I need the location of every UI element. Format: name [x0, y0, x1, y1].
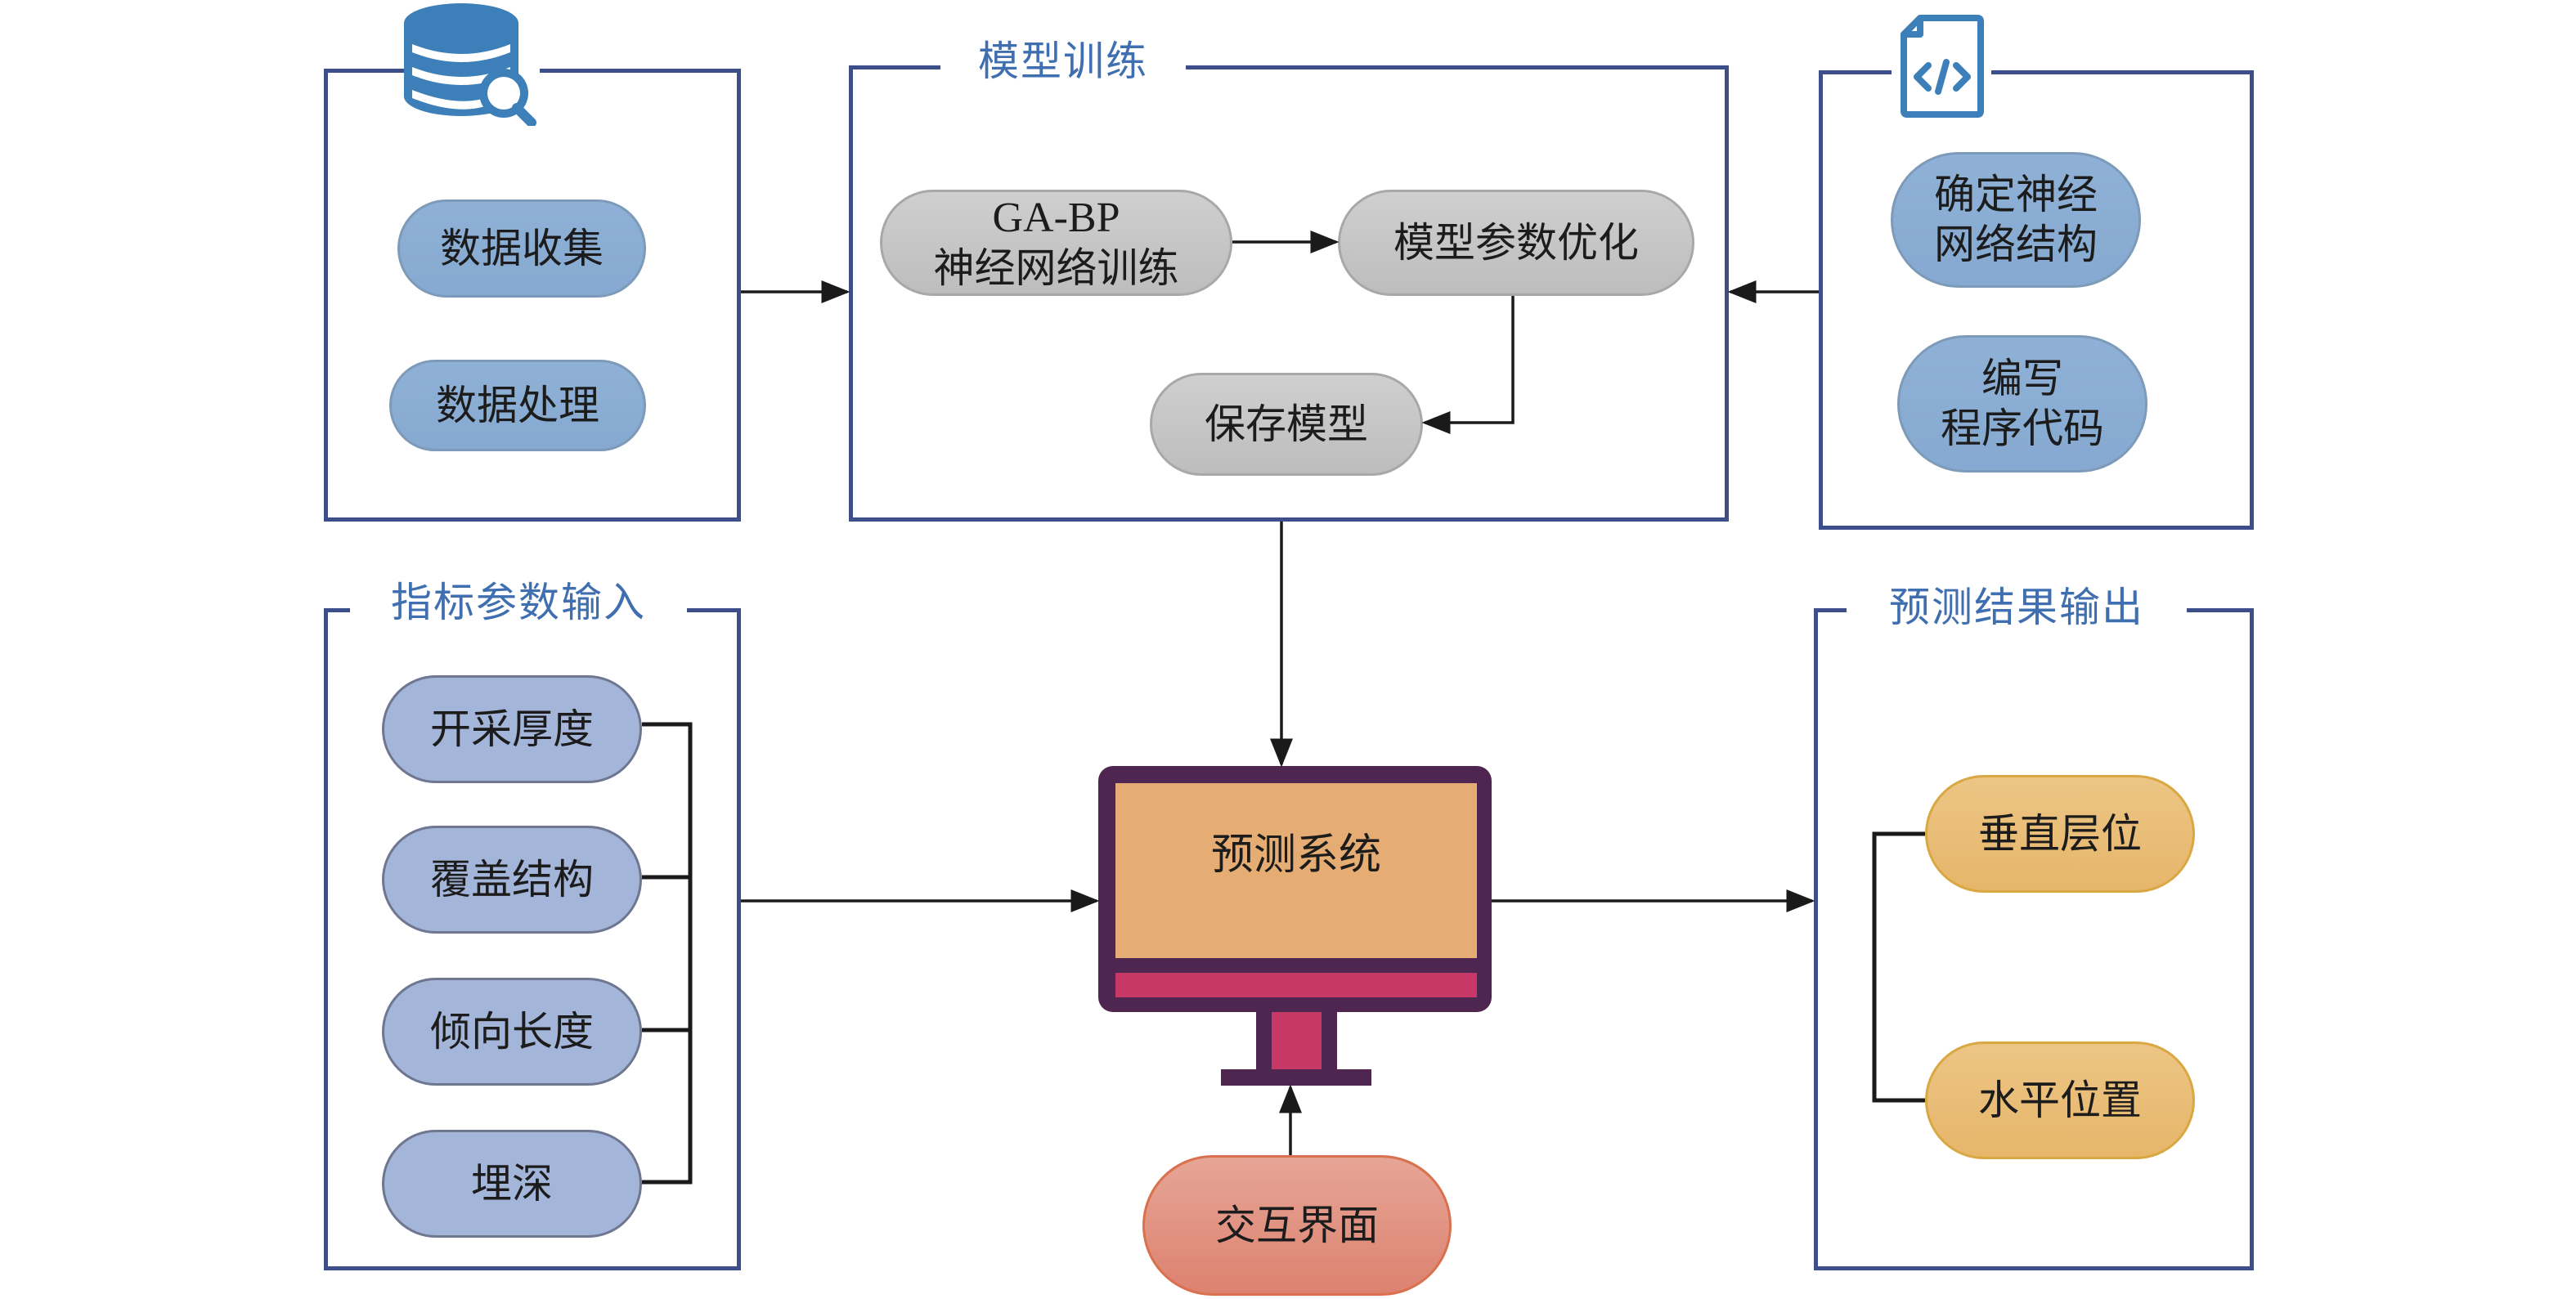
output-item-label: 水平位置 [1978, 1076, 2142, 1124]
database-search-icon [404, 3, 536, 126]
input-item-label: 倾向长度 [430, 1007, 594, 1055]
input-item-label: 开采厚度 [430, 705, 594, 753]
output-panel-title-gap [1847, 603, 2187, 615]
monitor-accent-bar [1115, 973, 1477, 997]
monitor-screen [1115, 783, 1477, 958]
input-item-dip-length: 倾向长度 [382, 978, 642, 1086]
write-code-line2: 程序代码 [1941, 405, 2104, 452]
write-code-line1: 编写 [1981, 355, 2063, 402]
prediction-system-label: 预测系统 [1210, 830, 1381, 880]
training-panel-title: 模型训练 [978, 38, 1148, 85]
interaction-interface-label: 交互界面 [1215, 1201, 1379, 1249]
training-panel-title-gap [940, 60, 1186, 72]
save-model-node: 保存模型 [1150, 373, 1423, 476]
data-collection-node: 数据收集 [397, 199, 646, 298]
input-panel-title: 指标参数输入 [391, 579, 646, 626]
network-structure-node: 确定神经 网络结构 [1891, 152, 2141, 288]
code-panel-frame [1819, 70, 2254, 530]
code-file-icon [1901, 15, 1984, 118]
parameter-optimization-label: 模型参数优化 [1393, 218, 1639, 267]
write-code-node: 编写 程序代码 [1897, 335, 2147, 473]
output-item-vertical-layer: 垂直层位 [1925, 775, 2195, 893]
input-item-mining-thickness: 开采厚度 [382, 675, 642, 783]
network-structure-line1: 确定神经 [1934, 171, 2098, 218]
data-processing-node: 数据处理 [389, 360, 646, 451]
output-panel-frame [1814, 608, 2254, 1270]
training-panel-frame [849, 65, 1729, 522]
gabp-training-node: GA-BP 神经网络训练 [880, 190, 1232, 296]
output-item-label: 垂直层位 [1978, 809, 2142, 858]
interaction-interface-node: 交互界面 [1142, 1155, 1452, 1296]
save-model-label: 保存模型 [1205, 400, 1368, 448]
input-item-overburden-structure: 覆盖结构 [382, 826, 642, 934]
output-panel-title: 预测结果输出 [1889, 584, 2144, 631]
input-panel-title-gap [350, 603, 687, 615]
monitor-base [1221, 1069, 1371, 1086]
parameter-optimization-node: 模型参数优化 [1338, 190, 1694, 296]
gabp-label: GA-BP [992, 194, 1120, 241]
nn-training-label: 神经网络训练 [933, 244, 1179, 293]
input-item-burial-depth: 埋深 [382, 1130, 642, 1238]
output-item-horizontal-position: 水平位置 [1925, 1041, 2195, 1159]
monitor-neck-inner [1272, 1012, 1322, 1069]
input-item-label: 覆盖结构 [430, 855, 594, 903]
data-collection-label: 数据收集 [440, 224, 604, 272]
network-structure-line2: 网络结构 [1934, 221, 2098, 268]
data-processing-label: 数据处理 [436, 381, 599, 429]
input-item-label: 埋深 [471, 1159, 553, 1207]
